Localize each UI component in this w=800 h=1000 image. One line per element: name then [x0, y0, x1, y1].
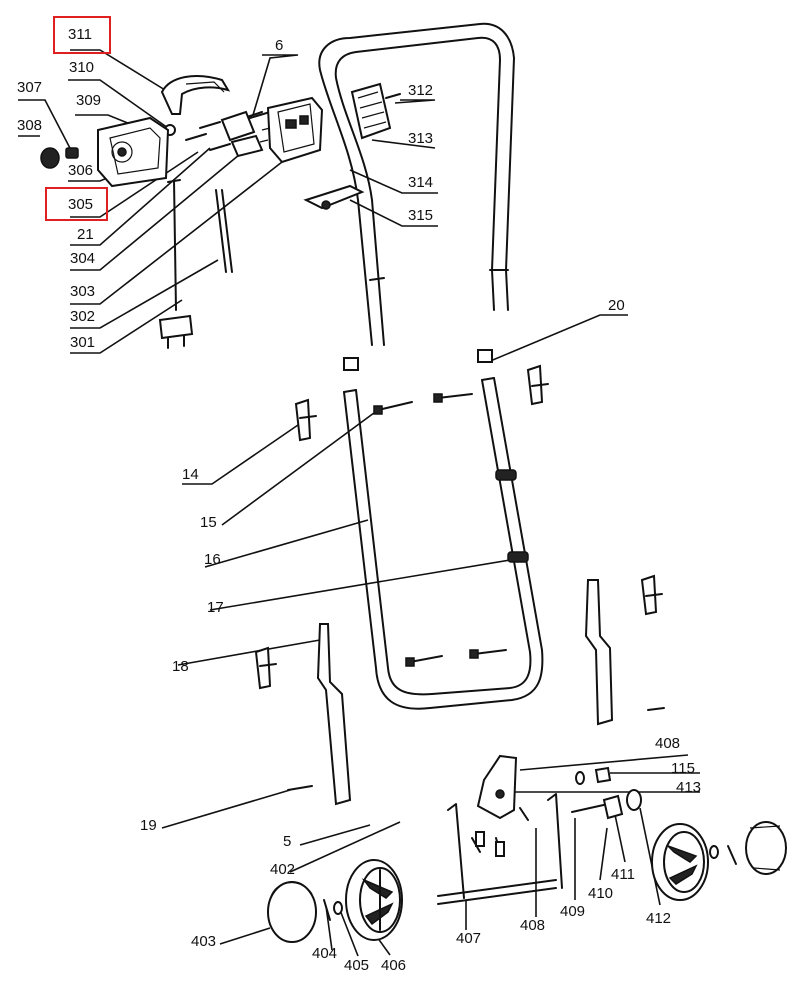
callout-20: 20 — [608, 297, 625, 314]
knobs — [254, 364, 663, 690]
callout-303: 303 — [70, 283, 96, 300]
switch-assembly — [40, 75, 324, 349]
connector-left — [343, 357, 359, 371]
callout-304: 304 — [70, 250, 96, 267]
middle-handle — [343, 377, 544, 710]
callout-403: 403 — [191, 933, 217, 950]
leader-lines — [18, 49, 700, 957]
callout-306: 306 — [68, 162, 94, 179]
callout-309: 309 — [76, 92, 102, 109]
callout-301: 301 — [70, 334, 96, 351]
callout-16: 16 — [204, 551, 221, 568]
callout-18: 18 — [172, 658, 189, 675]
callout-402: 402 — [270, 861, 296, 878]
callout-302: 302 — [70, 308, 96, 325]
callout-407: 407 — [456, 930, 482, 947]
callout-314: 314 — [408, 174, 434, 191]
callout-406: 406 — [381, 957, 407, 974]
callout-408-top: 408 — [655, 735, 681, 752]
callout-115: 115 — [671, 760, 695, 777]
callout-315: 315 — [408, 207, 434, 224]
callout-412: 412 — [646, 910, 672, 927]
wheel-axle-assembly — [437, 754, 642, 905]
callout-413: 413 — [676, 779, 702, 796]
callout-17: 17 — [207, 599, 224, 616]
upper-handle — [303, 22, 515, 346]
wheels — [267, 821, 787, 943]
callout-307: 307 — [17, 79, 43, 96]
connector-right — [477, 349, 493, 363]
lower-brackets — [287, 579, 665, 806]
callout-404: 404 — [312, 945, 338, 962]
callout-411: 411 — [611, 866, 635, 883]
callout-21: 21 — [77, 226, 94, 243]
callout-409: 409 — [560, 903, 586, 920]
callout-6: 6 — [275, 37, 284, 54]
callout-5: 5 — [283, 833, 292, 850]
callout-308: 308 — [17, 117, 43, 134]
callout-312: 312 — [408, 82, 434, 99]
callout-305: 305 — [68, 196, 94, 213]
callout-19: 19 — [140, 817, 157, 834]
callout-14: 14 — [182, 466, 199, 483]
callout-405: 405 — [344, 957, 370, 974]
callout-15: 15 — [200, 514, 217, 531]
callout-410: 410 — [588, 885, 614, 902]
callout-408-bottom: 408 — [520, 917, 546, 934]
highlight-box-305 — [45, 187, 108, 221]
callout-311: 311 — [68, 26, 92, 43]
callout-310: 310 — [69, 59, 95, 76]
callout-313: 313 — [408, 130, 434, 147]
highlight-box-311 — [53, 16, 111, 54]
